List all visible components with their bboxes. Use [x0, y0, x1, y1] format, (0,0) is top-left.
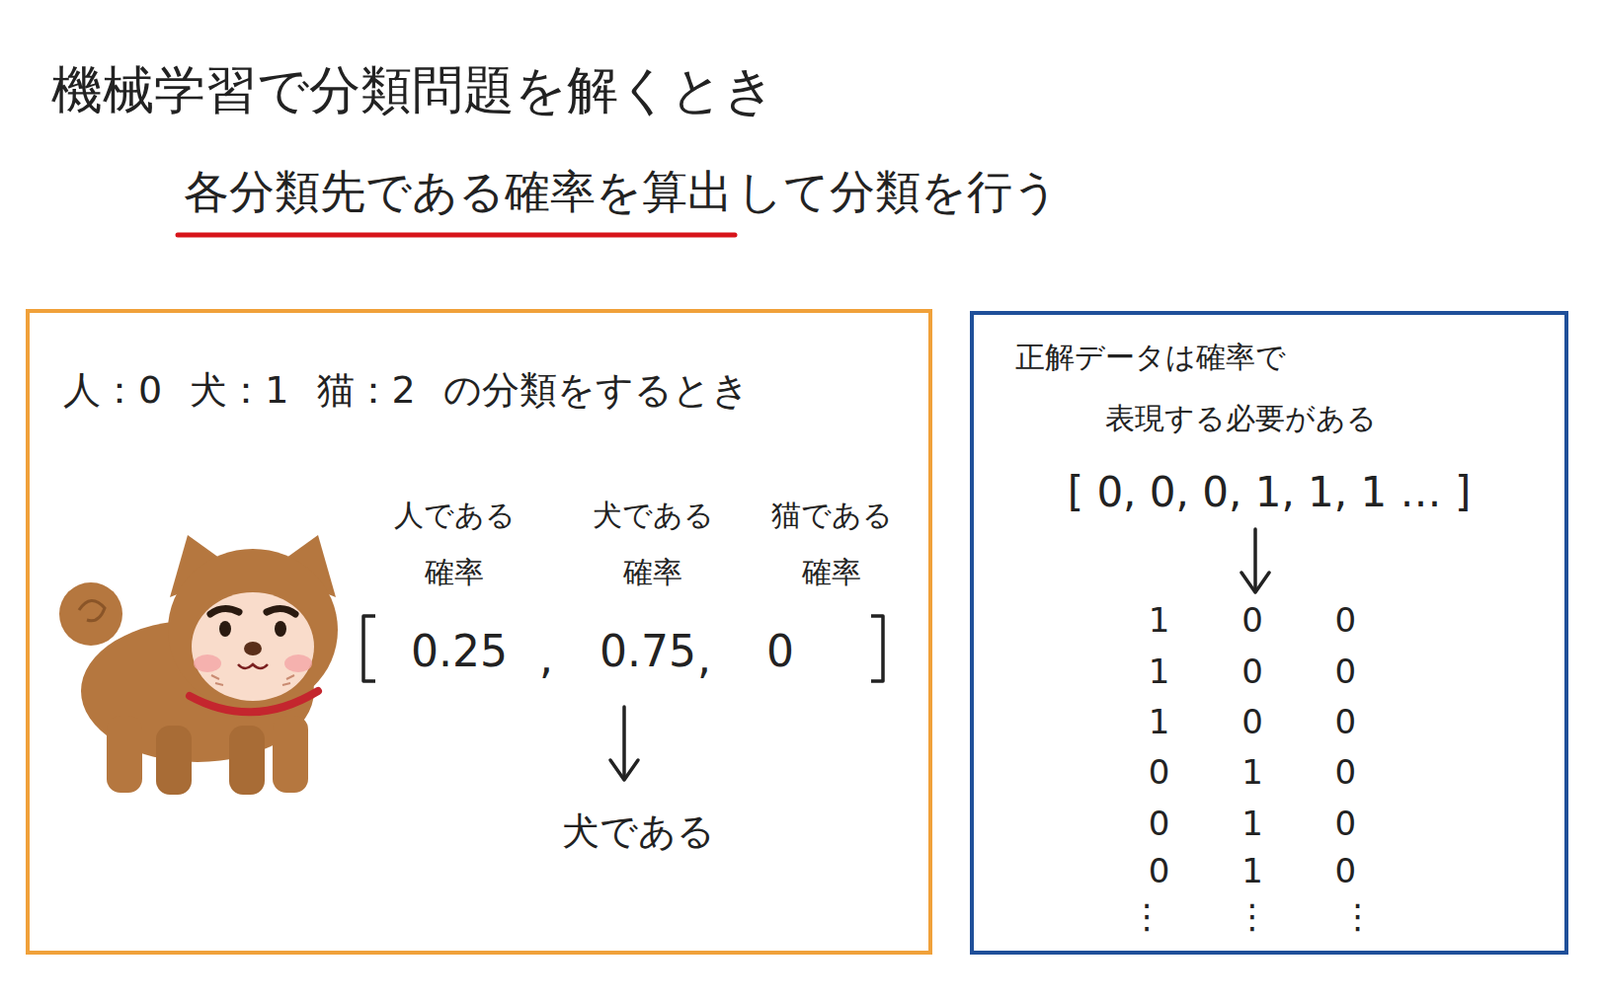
page-title: 機械学習で分類問題を解くとき [51, 58, 776, 123]
one-hot-row: ⋮ ⋮ ⋮ [1129, 895, 1375, 939]
red-underline [177, 233, 735, 239]
probability-value: 0.75 [599, 624, 697, 679]
dog-costume-person [59, 535, 338, 796]
one-hot-row: 0 1 0 [1148, 802, 1358, 846]
label-vector: [ 0, 0, 0, 1, 1, 1 … ] [1067, 466, 1472, 519]
subtitle: して分類を行う [736, 162, 1059, 221]
one-hot-row: 0 1 0 [1148, 751, 1358, 795]
panel-heading: 正解データは確率で [1015, 338, 1286, 377]
probability-value: 0 [766, 624, 795, 679]
column-label: 犬である 確率 [590, 486, 716, 602]
result-label: 犬である [561, 807, 716, 856]
column-label: 人である 確率 [392, 486, 517, 602]
column-label: 猫である 確率 [769, 486, 894, 602]
classification-panel: 人：0 犬：1 猫：2 の分類をするとき人である 確率犬である 確率猫である 確… [25, 309, 933, 956]
down-arrow [610, 707, 639, 781]
one-hot-row: 1 0 0 [1148, 650, 1358, 694]
one-hot-row: 0 1 0 [1148, 850, 1358, 893]
down-arrow [1241, 529, 1270, 593]
comma: , [697, 631, 712, 686]
probability-value: 0.25 [410, 624, 508, 679]
panel-heading: 表現する必要がある [1105, 400, 1377, 438]
label-encoding-panel: 正解データは確率で表現する必要がある [ 0, 0, 0, 1, 1, 1 … ]… [969, 311, 1569, 956]
one-hot-row: 1 0 0 [1148, 599, 1358, 642]
key-point: 各分類先である確率を算出 [183, 162, 733, 221]
comma: , [539, 631, 554, 686]
panel-heading: 人：0 犬：1 猫：2 の分類をするとき [63, 366, 750, 414]
vector-brackets [363, 616, 883, 682]
one-hot-row: 1 0 0 [1148, 701, 1358, 744]
